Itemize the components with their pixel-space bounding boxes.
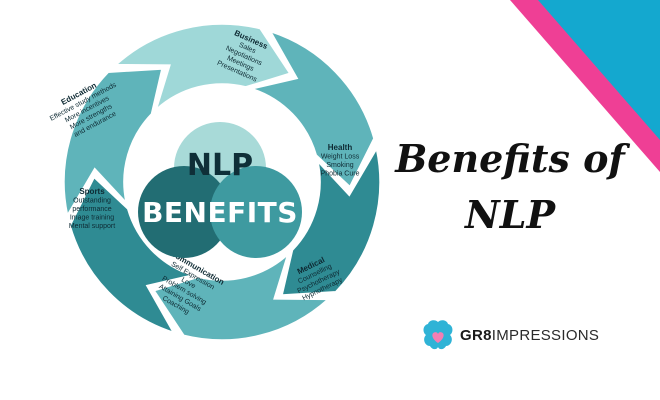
- segment-item: Smoking: [326, 162, 353, 169]
- cycle-arrow-sports: [63, 68, 163, 217]
- venn-circle-left: [138, 166, 230, 258]
- segment-item: Phobia Cure: [321, 171, 360, 178]
- cycle-arrow-education: [114, 23, 291, 112]
- segment-item: performance: [72, 206, 111, 213]
- segment-title: Sports: [79, 187, 105, 196]
- headline-line-2: NLP: [464, 192, 556, 237]
- headline-line-1: Benefits of: [395, 136, 625, 181]
- benefits-cycle: BusinessSalesNegotiationsMeetingsPresent…: [49, 23, 381, 341]
- segment-item: Weight Loss: [321, 154, 360, 161]
- cycle-arrow-health: [281, 147, 381, 296]
- cycle-labels: BusinessSalesNegotiationsMeetingsPresent…: [49, 28, 360, 316]
- segment-item: Image training: [70, 215, 114, 222]
- corner-stripe-cyan: [538, 0, 660, 140]
- cycle-arrow-business: [249, 30, 375, 188]
- cycle-arrows: [63, 23, 381, 341]
- segment-item: Outstanding: [73, 198, 111, 205]
- logo-text-gr8: GR8: [460, 326, 492, 344]
- venn-center: NLP BENEFITS: [138, 122, 302, 258]
- venn-top-word: NLP: [187, 148, 253, 183]
- segment-item: Mental support: [69, 223, 115, 230]
- logo-text-impressions: IMPRESSIONS: [491, 326, 600, 344]
- brain-heart-icon: [423, 320, 453, 350]
- venn-main-word: BENEFITS: [142, 196, 298, 229]
- cycle-arrow-communication: [69, 176, 195, 334]
- segment-title: Health: [328, 143, 353, 152]
- venn-circle-right: [210, 166, 302, 258]
- cycle-arrow-medical: [153, 252, 330, 341]
- corner-stripes: [510, 0, 660, 172]
